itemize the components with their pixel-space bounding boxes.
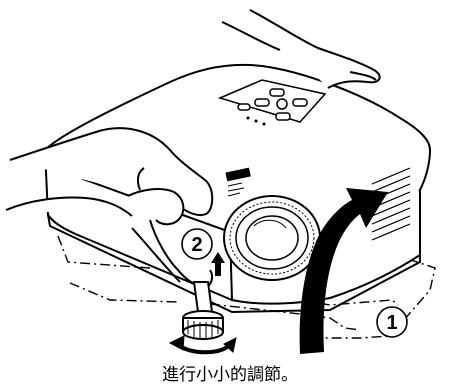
control-button-right: [293, 99, 307, 106]
step-2-number: 2: [191, 234, 202, 256]
control-button-up: [270, 89, 284, 96]
step-1-number: 1: [386, 312, 397, 334]
control-button-menu: [238, 104, 250, 110]
lens: [224, 196, 320, 280]
control-button-center: [277, 99, 287, 109]
control-button-down: [276, 113, 290, 120]
foot-lift-arrow: [211, 252, 225, 276]
step-1-callout: 1: [377, 307, 407, 337]
caption: 進行小小的調節。: [0, 360, 460, 385]
control-button-left: [255, 99, 269, 106]
step-2-callout: 2: [182, 229, 212, 259]
